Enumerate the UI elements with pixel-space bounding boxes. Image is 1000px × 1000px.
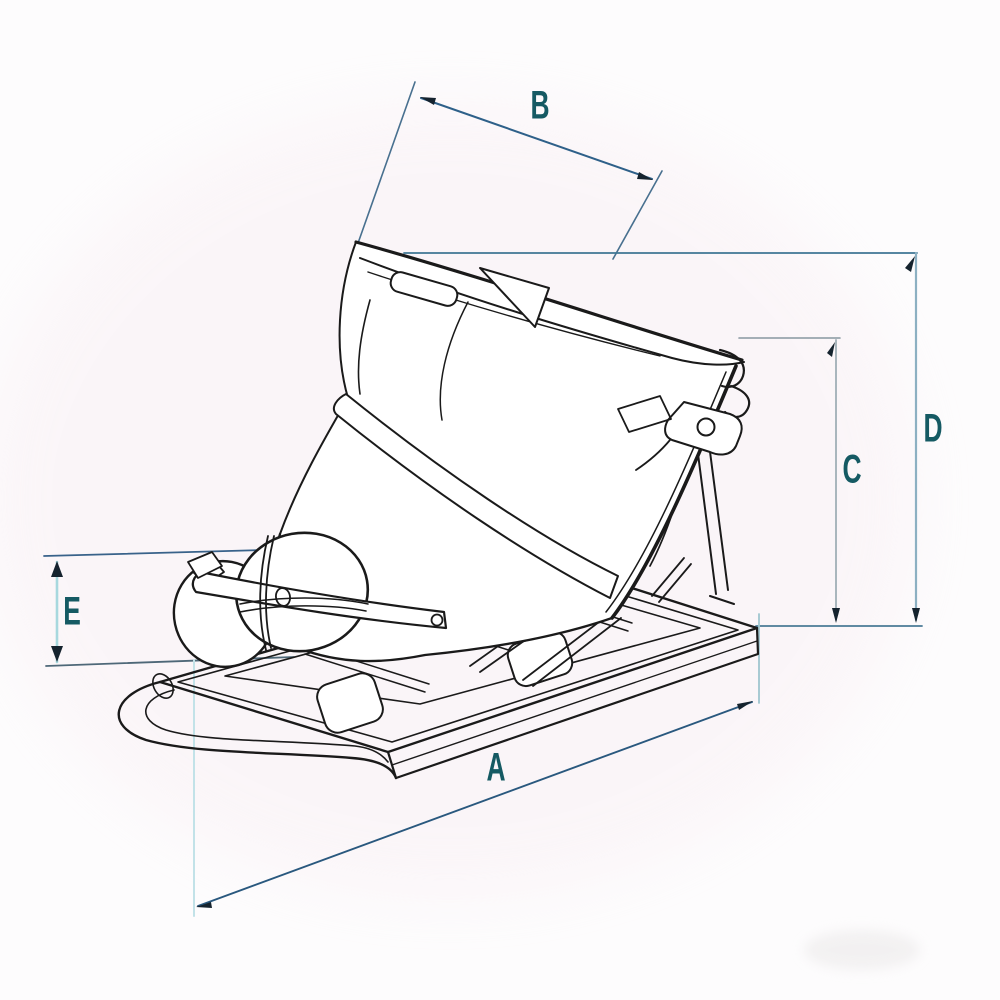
lever-pivot — [430, 613, 444, 627]
gate-spoke-vertical — [259, 535, 275, 651]
rim-top-edge — [354, 240, 744, 362]
rim-and-brackets — [359, 257, 751, 471]
dimension-label-b: B — [530, 83, 550, 128]
rim-flap — [479, 267, 550, 328]
lever-tab — [187, 551, 223, 579]
dimension-b — [356, 81, 663, 260]
arrowhead — [912, 608, 920, 623]
arrowhead — [51, 561, 63, 577]
right-silhouette — [610, 364, 738, 620]
deck-pocket — [316, 672, 384, 734]
label-plate — [617, 395, 672, 433]
pivot-plate — [664, 401, 743, 456]
gate-spoke-horizontal — [239, 597, 369, 613]
dimension-label-d: D — [923, 406, 943, 451]
arrowhead — [737, 701, 753, 710]
lever-arm — [191, 570, 448, 630]
arrowhead — [637, 172, 653, 180]
dimension-d — [403, 251, 920, 623]
dimension-label-c: C — [842, 447, 862, 492]
strap-band — [332, 393, 619, 599]
hook-bracket — [718, 348, 745, 389]
arrowhead — [196, 902, 212, 908]
arrowhead — [51, 646, 63, 662]
dimension-annotations — [43, 81, 923, 917]
corner-tick — [827, 342, 835, 357]
dimension-a — [193, 613, 760, 917]
paper-smudge — [804, 930, 920, 970]
dimension-label-a: A — [486, 745, 506, 790]
discharge-gate — [172, 531, 448, 669]
gate-hub — [275, 587, 291, 607]
corner-tick — [905, 256, 915, 272]
bucket-drawing — [117, 240, 760, 780]
arrowhead — [420, 97, 436, 105]
handle-slot — [389, 271, 459, 307]
arrowhead — [832, 608, 840, 623]
dimension-label-e: E — [63, 589, 81, 634]
dimension-c — [738, 337, 841, 623]
pivot-hole — [696, 417, 716, 437]
